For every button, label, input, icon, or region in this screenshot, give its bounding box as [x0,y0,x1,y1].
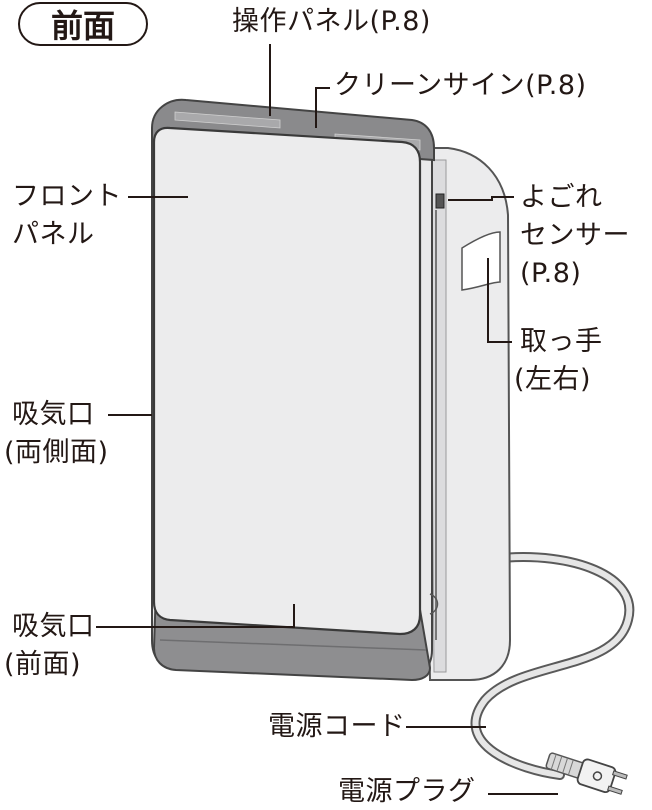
leader-clean-sign [315,87,330,128]
label-handle-line1: 取っ手 [520,326,603,357]
label-dirt-sensor-line3: (P.8) [520,258,582,289]
label-power-plug: 電源プラグ [338,776,476,807]
leader-dirt-sensor [448,196,514,201]
label-side-intake-line2: (両側面) [4,437,109,468]
label-clean-sign: クリーンサイン(P.8) [334,70,587,101]
label-operation-panel: 操作パネル(P.8) [232,6,431,37]
label-side-intake-line1: 吸気口 [12,399,95,430]
power-cord-line-inner [472,554,633,778]
page-title: 前面 [18,2,148,46]
label-power-cord: 電源コード [268,711,406,742]
leader-handle [487,258,512,343]
label-handle-line2: (左右) [514,364,592,395]
label-front-intake-line2: (前面) [4,649,82,680]
label-dirt-sensor-line2: センサー [520,220,630,251]
dirt-sensor [435,193,445,209]
handle-recess [461,231,501,291]
power-plug [545,752,628,795]
label-front-panel-line2: パネル [12,219,95,250]
label-front-intake-line1: 吸気口 [12,611,95,642]
leader-front-intake [96,604,295,628]
front-panel [152,126,422,636]
label-dirt-sensor-line1: よごれ [520,182,603,213]
label-front-panel-line1: フロント [12,181,122,212]
